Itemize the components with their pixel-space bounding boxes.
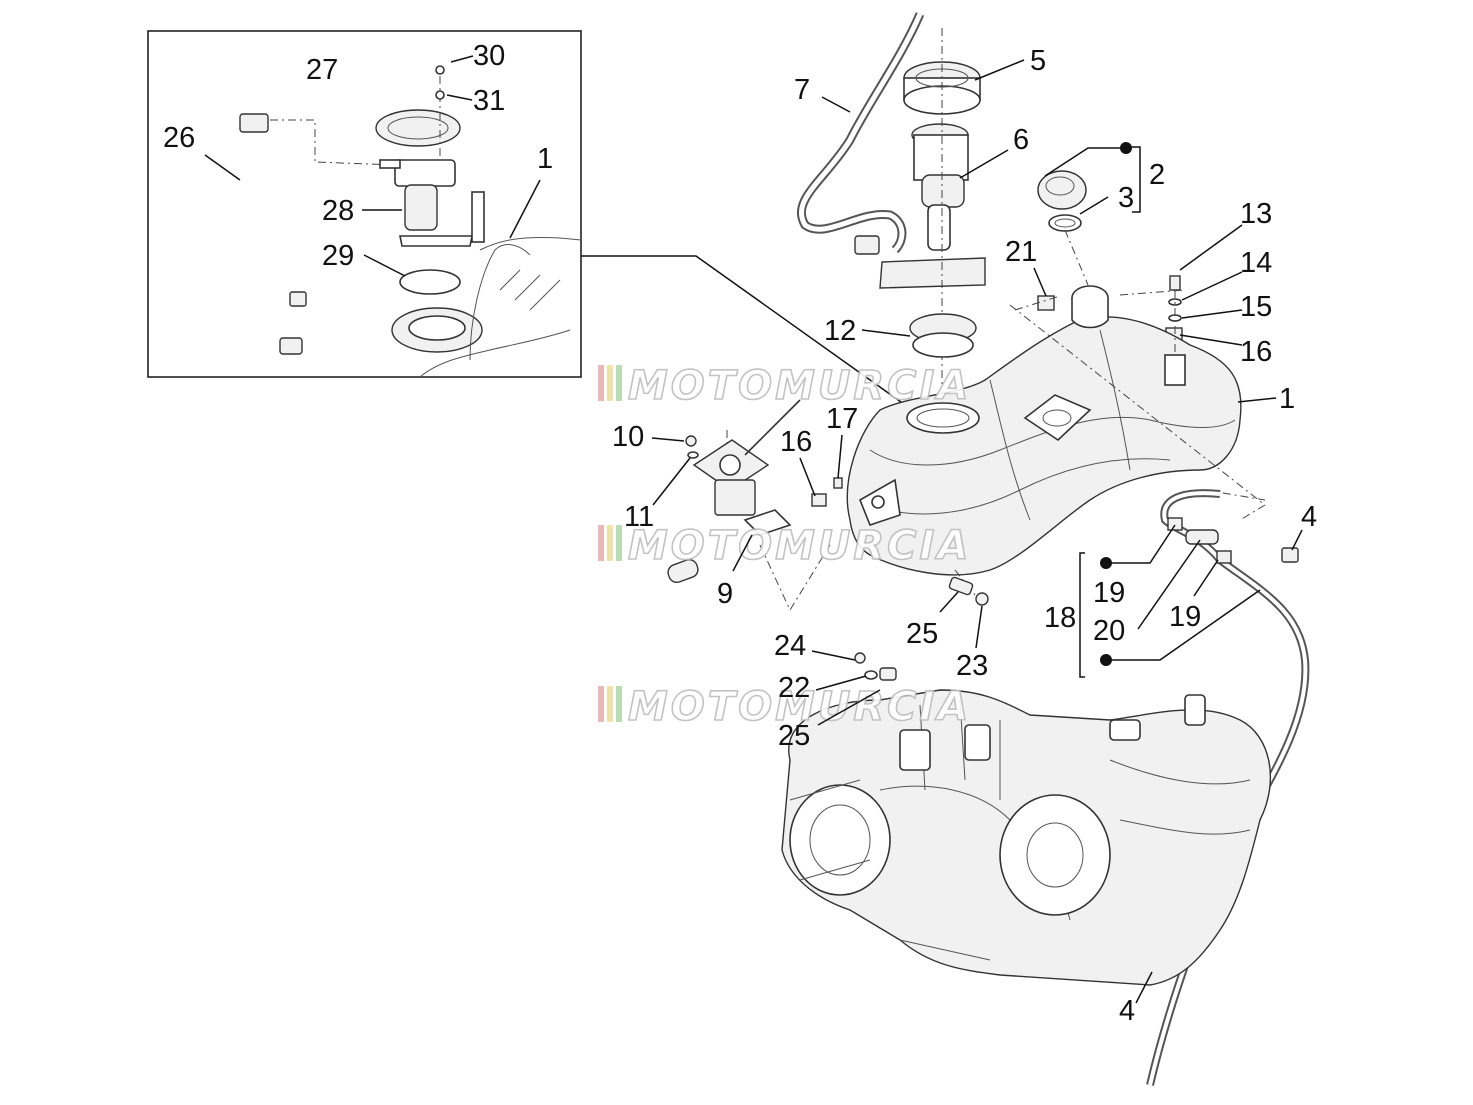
callout-19-left: 19 [1093, 577, 1125, 609]
callout-26: 26 [163, 122, 195, 154]
leader-lines [651, 59, 1303, 1004]
callout-21: 21 [1005, 236, 1037, 268]
callout-16-right: 16 [1240, 336, 1272, 368]
callout-25-upper: 25 [906, 618, 938, 650]
callout-18: 18 [1044, 602, 1076, 634]
callout-2: 2 [1149, 159, 1165, 191]
fuel-level-sender-9 [667, 399, 843, 584]
callout-16-left: 16 [780, 426, 812, 458]
callout-17: 17 [826, 403, 858, 435]
watermark-stripe-red [598, 365, 604, 401]
watermark-1: MOTOMURCIA [598, 362, 971, 410]
callout-19-right: 19 [1169, 601, 1201, 633]
fuel-hose-26 [206, 113, 316, 355]
callout-10: 10 [612, 421, 644, 453]
watermark-2: MOTOMURCIA [598, 522, 971, 570]
callout-4-lower: 4 [1119, 995, 1135, 1027]
callout-31: 31 [473, 85, 505, 117]
callout-labels: 27 30 31 26 28 29 1 7 5 6 2 3 13 14 15 1… [163, 40, 1317, 1027]
fuel-tank-1 [846, 285, 1242, 576]
fuel-pump-assembly [796, 12, 1183, 400]
fasteners-22-25 [854, 576, 989, 681]
callout-4-upper: 4 [1301, 501, 1317, 533]
watermark-3: MOTOMURCIA [598, 683, 971, 731]
callout-1-inset: 1 [537, 143, 553, 175]
callout-1: 1 [1279, 383, 1295, 415]
callout-5: 5 [1030, 45, 1046, 77]
callout-23: 23 [956, 650, 988, 682]
clip-4-upper [1281, 547, 1299, 563]
inset-connector-line [581, 255, 916, 413]
callout-24: 24 [774, 630, 806, 662]
callout-28: 28 [322, 195, 354, 227]
callout-3: 3 [1118, 182, 1134, 214]
callout-11: 11 [624, 501, 654, 533]
callout-25-lower: 25 [778, 720, 810, 752]
tank-opening-ring [391, 307, 483, 353]
callout-6: 6 [1013, 124, 1029, 156]
callout-30: 30 [473, 40, 505, 72]
engine-unit [781, 689, 1272, 986]
callout-12: 12 [824, 315, 856, 347]
inset-detail-panel [147, 30, 582, 378]
seal-ring-29 [399, 269, 461, 295]
callout-14: 14 [1240, 247, 1272, 279]
callout-27: 27 [306, 54, 338, 86]
callout-7: 7 [794, 74, 810, 106]
callout-29: 29 [322, 240, 354, 272]
watermark-text: MOTOMURCIA [628, 363, 971, 409]
callout-22: 22 [778, 672, 810, 704]
callout-20: 20 [1093, 615, 1125, 647]
callout-15: 15 [1240, 291, 1272, 323]
callout-13: 13 [1240, 198, 1272, 230]
callout-9: 9 [717, 578, 733, 610]
watermark-text: MOTOMURCIA [628, 523, 971, 569]
watermark-text: MOTOMURCIA [628, 684, 971, 730]
fuel-pump-28 [375, 76, 485, 247]
